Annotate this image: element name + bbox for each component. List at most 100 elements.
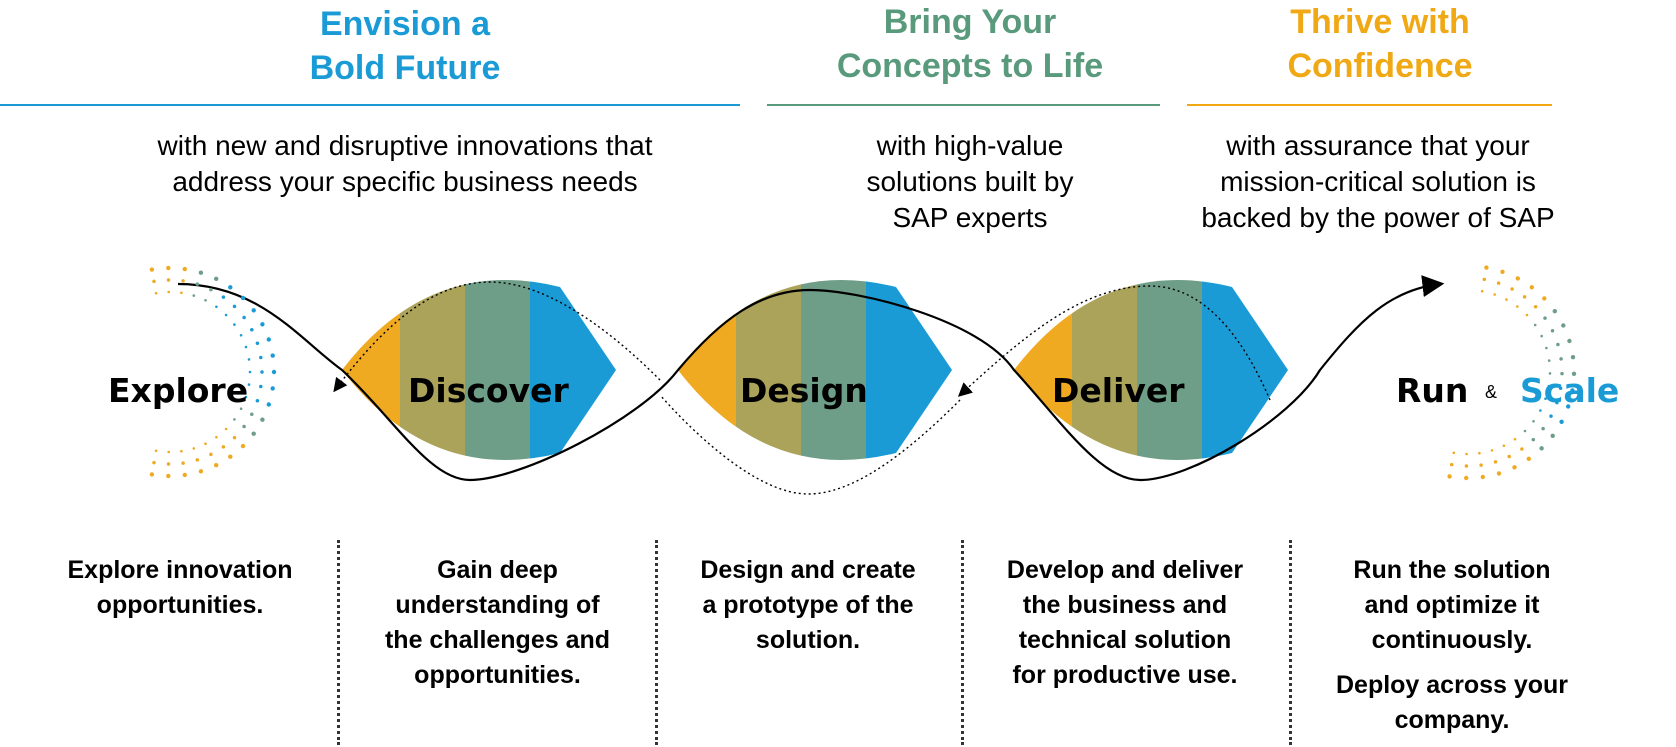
subtitle-thrive: with assurance that your mission-critica…: [1180, 128, 1576, 236]
decor-dot: [1547, 359, 1551, 362]
decor-dot: [1479, 463, 1483, 467]
decor-dot: [233, 323, 236, 326]
desc-line: continuously.: [1371, 626, 1533, 654]
decor-dot: [266, 402, 271, 407]
subtitle-envision-line: with new and disruptive innovations that: [157, 130, 653, 161]
decor-dot: [260, 322, 265, 327]
decor-dot: [167, 450, 170, 454]
stage-design: Design: [740, 371, 868, 410]
decor-dot: [1447, 474, 1452, 479]
decor-dot: [1522, 295, 1527, 299]
decor-dot: [240, 443, 246, 449]
decor-dot: [1559, 357, 1563, 361]
decor-dot: [198, 270, 204, 275]
decor-dot: [1558, 386, 1563, 391]
decor-dot: [1556, 342, 1560, 347]
desc-deliver: Develop and deliver the business and tec…: [968, 553, 1282, 693]
decor-dot: [1548, 372, 1552, 375]
decor-dot: [1531, 437, 1536, 442]
decor-dot: [209, 287, 213, 292]
decor-dot: [182, 266, 187, 272]
stage-deliver: Deliver: [1052, 371, 1185, 410]
decor-dot: [1533, 304, 1538, 309]
flow-line-solid: [177, 275, 1445, 482]
desc-line: solution.: [755, 626, 861, 654]
decor-dot: [1510, 287, 1514, 291]
decor-dot: [166, 265, 171, 271]
decor-dot: [1541, 426, 1545, 431]
header-thrive-line2: Confidence: [1287, 47, 1473, 85]
decor-dot: [255, 398, 260, 403]
decor-dot: [192, 447, 196, 450]
decor-dot: [1464, 464, 1469, 468]
decor-dot: [247, 358, 251, 361]
decor-dot: [251, 308, 256, 313]
decor-dot: [250, 328, 254, 332]
decor-dot: [1505, 298, 1508, 301]
decor-dot: [250, 412, 254, 416]
desc-line: Run the solution: [1353, 556, 1551, 584]
decor-dot: [260, 370, 264, 374]
separator: [1289, 540, 1292, 745]
decor-dot: [266, 337, 271, 342]
discover-leaf: [342, 280, 616, 460]
decor-dot: [244, 395, 248, 399]
desc-line: opportunities.: [96, 591, 264, 619]
flow-line-dotted: [957, 285, 1271, 401]
decor-dot: [1552, 309, 1558, 314]
separator: [337, 540, 340, 745]
decor-dot: [239, 407, 243, 411]
decor-dot: [167, 290, 170, 294]
decor-dot: [181, 279, 185, 283]
decor-dot: [215, 305, 218, 309]
decor-dot: [228, 454, 233, 459]
flow-line-dotted: [659, 394, 961, 495]
desc-line: Develop and deliver: [1006, 556, 1244, 584]
decor-dot: [214, 276, 219, 281]
desc-discover: Gain deep understanding of the challenge…: [345, 553, 650, 693]
decor-dot: [1566, 404, 1571, 409]
decor-dot: [1523, 429, 1527, 433]
header-envision-line2: Bold Future: [309, 49, 501, 87]
decor-dot: [1571, 371, 1577, 376]
decor-dot: [1484, 265, 1489, 270]
subtitle-bring-line: solutions built by: [866, 166, 1074, 197]
decor-dot: [1532, 420, 1535, 423]
decor-dot: [259, 384, 263, 389]
header-envision-line1: Envision a: [319, 5, 491, 43]
desc-line: and optimize it: [1364, 591, 1540, 619]
desc-line: Design and create: [700, 556, 916, 584]
decor-dot: [260, 417, 265, 422]
decor-dot: [1513, 437, 1517, 441]
header-envision-rule: [0, 104, 740, 106]
decor-dot: [166, 473, 171, 479]
decor-dot: [248, 370, 252, 374]
stage-discover: Discover: [408, 371, 569, 410]
desc-line: understanding of: [395, 591, 600, 619]
header-envision: Envision a Bold Future: [230, 2, 580, 90]
run-scale-dot-ring: [1447, 265, 1577, 481]
design-leaf: [678, 280, 952, 460]
decor-dot: [198, 469, 204, 474]
decor-dot: [232, 304, 237, 309]
desc-line: Explore innovation: [67, 556, 293, 584]
decor-dot: [233, 418, 236, 421]
decor-dot: [1526, 456, 1532, 461]
decor-dot: [1465, 452, 1468, 456]
header-bring-line2: Concepts to Life: [836, 47, 1104, 85]
decor-dot: [1544, 397, 1547, 401]
decor-dot: [1515, 276, 1521, 281]
decor-dot: [1539, 446, 1544, 451]
decor-dot: [1500, 269, 1505, 274]
decor-dot: [244, 345, 248, 349]
decor-dot: [182, 472, 187, 478]
decor-dot: [1490, 449, 1494, 452]
decor-dot: [1496, 281, 1501, 285]
desc-line: opportunities.: [414, 661, 581, 689]
decor-dot: [1496, 471, 1502, 476]
separator: [655, 540, 658, 745]
decor-dot: [180, 449, 183, 453]
decor-dot: [154, 291, 158, 295]
decor-dot: [221, 295, 226, 299]
